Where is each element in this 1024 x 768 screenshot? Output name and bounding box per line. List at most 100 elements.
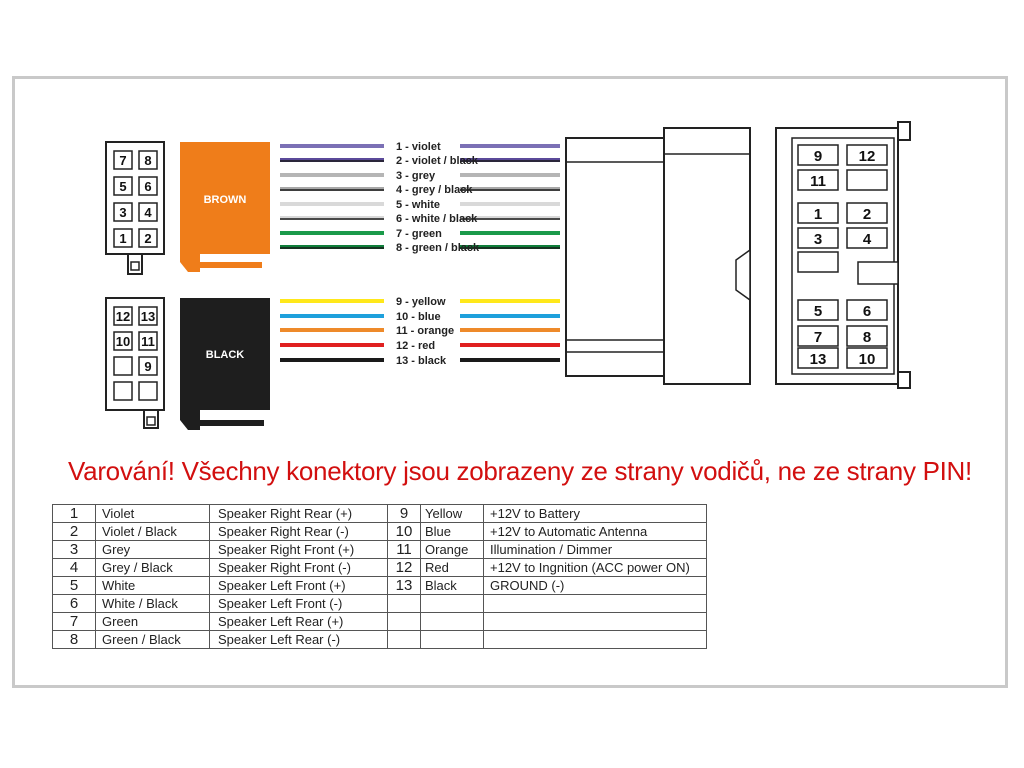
radio-pin-cell	[797, 299, 839, 321]
wire-function: GROUND (-)	[483, 576, 707, 595]
radio-pin-cell	[797, 347, 839, 369]
wire-2: 2 - violet / black	[280, 155, 560, 167]
wire-6: 6 - white / black	[280, 213, 560, 225]
radio-pin-cell	[846, 169, 888, 191]
wire-3: 3 - grey	[280, 170, 560, 182]
pin-cell	[113, 381, 133, 401]
wire-color	[420, 594, 484, 613]
radio-pin-label: 13	[810, 351, 827, 368]
radio-pin-label: 1	[814, 206, 822, 223]
pin-cell	[138, 331, 158, 351]
radio-pin-cell	[797, 227, 839, 249]
pin-number: 1	[52, 504, 96, 523]
pin-number: 2	[52, 522, 96, 541]
radio-pin-cell	[797, 169, 839, 191]
pin-cell	[138, 356, 158, 376]
wire-label: 9 - yellow	[396, 296, 446, 308]
radio-pin-cell	[797, 144, 839, 166]
wire-label: 7 - green	[396, 228, 442, 240]
wire-color: Violet	[95, 504, 210, 523]
wire-label: 4 - grey / black	[396, 184, 473, 196]
radio-pin-label: 2	[863, 206, 871, 223]
wire-function	[483, 630, 707, 649]
wire-color	[420, 612, 484, 631]
wire-color: Orange	[420, 540, 484, 559]
wire-9: 9 - yellow	[280, 296, 560, 308]
pin-cell	[138, 306, 158, 326]
wire-function: Speaker Left Front (-)	[209, 594, 388, 613]
wire-8: 8 - green / black	[280, 242, 560, 254]
radio-pin-label: 7	[814, 329, 822, 346]
wire-label: 2 - violet / black	[396, 155, 479, 167]
radio-pin-cell	[797, 251, 839, 273]
wire-function: Speaker Right Front (+)	[209, 540, 388, 559]
radio-plug-side	[565, 127, 751, 385]
radio-pin-label: 3	[814, 231, 822, 248]
pin-label: 10	[116, 334, 130, 349]
wire-color: Grey / Black	[95, 558, 210, 577]
pin-label: 7	[119, 153, 126, 168]
wire-10: 10 - blue	[280, 311, 560, 323]
black-block: BLACK	[180, 298, 270, 430]
brown-label: BROWN	[204, 194, 247, 206]
radio-pin-cell	[846, 202, 888, 224]
pin-number	[387, 630, 421, 649]
radio-pin-label: 10	[859, 351, 876, 368]
wire-label: 13 - black	[396, 355, 447, 367]
wire-function: Speaker Right Front (-)	[209, 558, 388, 577]
radio-pin-cell	[846, 325, 888, 347]
pin-number: 6	[52, 594, 96, 613]
radio-pin-label: 4	[863, 231, 872, 248]
iso-connector-b: 12 13 10 11 9	[105, 297, 165, 429]
wire-function: +12V to Battery	[483, 504, 707, 523]
wire-color: Black	[420, 576, 484, 595]
wire-12: 12 - red	[280, 340, 560, 352]
wire-13: 13 - black	[280, 355, 560, 367]
wire-11: 11 - orange	[280, 325, 560, 337]
pin-label: 13	[141, 309, 155, 324]
pin-number	[387, 612, 421, 631]
wire-function	[483, 612, 707, 631]
wire-color	[420, 630, 484, 649]
pin-cell	[113, 331, 133, 351]
pin-number: 10	[387, 522, 421, 541]
wire-color: Yellow	[420, 504, 484, 523]
wire-color: White / Black	[95, 594, 210, 613]
pin-number: 7	[52, 612, 96, 631]
wire-label: 10 - blue	[396, 311, 441, 323]
wire-5: 5 - white	[280, 199, 560, 211]
pin-cell	[113, 356, 133, 376]
wire-color: Green / Black	[95, 630, 210, 649]
wire-label: 8 - green / black	[396, 242, 480, 254]
radio-pin-label: 6	[863, 303, 871, 320]
wire-label: 1 - violet	[396, 141, 441, 153]
wire-function: Speaker Right Rear (+)	[209, 504, 388, 523]
pin-label: 2	[144, 231, 151, 246]
pin-cell	[113, 150, 133, 170]
pin-label: 6	[144, 179, 151, 194]
pin-label: 4	[144, 205, 152, 220]
radio-pin-label: 11	[810, 173, 826, 190]
pin-cell	[113, 306, 133, 326]
pin-cell	[138, 176, 158, 196]
wire-function: Speaker Left Rear (+)	[209, 612, 388, 631]
radio-pin-cell	[797, 202, 839, 224]
wire-color: Blue	[420, 522, 484, 541]
pin-label: 11	[141, 334, 155, 349]
pin-label: 3	[119, 205, 126, 220]
warning-text: Varování! Všechny konektory jsou zobraze…	[68, 456, 972, 486]
pin-number: 5	[52, 576, 96, 595]
pin-label: 9	[144, 359, 151, 374]
wire-4: 4 - grey / black	[280, 184, 560, 196]
pin-cell	[138, 202, 158, 222]
radio-pin-cell	[797, 325, 839, 347]
radio-pin-cell	[846, 227, 888, 249]
